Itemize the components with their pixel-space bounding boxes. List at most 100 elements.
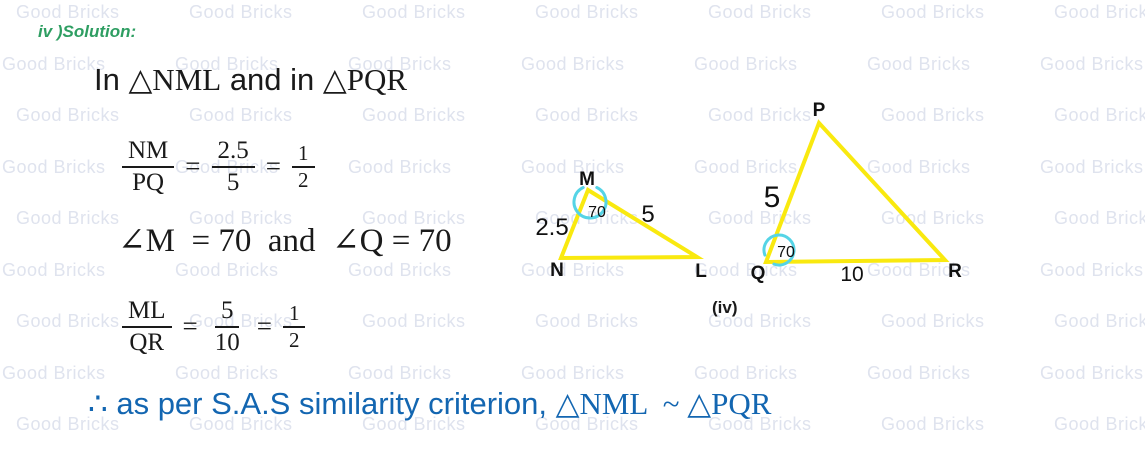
watermark-text: Good Bricks [867,259,971,280]
fraction-denominator: 2 [298,167,309,192]
angle-arc-m [572,186,608,220]
watermark-text: Good Bricks [16,208,120,228]
fraction-2-5-over-5: 2.5 5 [211,136,255,197]
fraction-denominator: 10 [214,328,240,356]
figure-caption: (iv) [712,298,738,317]
watermark-text: Good Bricks [362,105,466,125]
watermark-text: Good Bricks [175,259,279,280]
watermark-text: Good Bricks [694,259,798,280]
side-label-nm: 2.5 [535,214,568,241]
vertex-label-r: R [948,261,962,282]
fraction-ml-qr: ML QR [122,296,172,357]
vertex-label-m: M [579,169,595,190]
watermark-text: Good Bricks [16,414,120,434]
angle-equality-line: ∠M = 70 and ∠Q = 70 [118,223,452,259]
vertex-label-p: P [813,100,826,121]
watermark-text: Good Bricks [867,362,971,383]
angle-arc-q [762,233,796,267]
fraction-numerator: 1 [282,301,306,328]
conclusion-triangle-nml: △NML [555,386,648,421]
watermark-text: Good Bricks [189,2,293,22]
heading-triangle-pqr: △PQR [322,62,408,97]
watermark-text: Good Bricks [694,362,798,383]
watermark-text: Good Bricks [16,2,120,22]
watermark-text: Good Bricks [1040,362,1144,383]
watermark-text: Good Bricks [521,362,625,383]
watermark-text: Good Bricks [348,259,452,280]
watermark-text: Good Bricks [175,362,279,383]
fraction-numerator: 1 [292,141,315,168]
fraction-one-half: 1 2 [292,141,315,193]
fraction-5-over-10: 5 10 [209,296,246,357]
vertex-label-l: L [695,261,707,282]
watermark-text: Good Bricks [521,156,625,177]
watermark-text: Good Bricks [867,156,971,177]
watermark-text: Good Bricks [1040,53,1144,74]
watermark-text: Good Bricks [535,414,639,434]
watermark-text: Good Bricks [881,311,985,331]
watermark-text: Good Bricks [2,259,106,280]
angle-label-q: 70 [777,244,795,261]
side-label-ml: 5 [641,201,654,228]
watermark-text: Good Bricks [16,311,120,331]
conclusion-line: ∴ as per S.A.S similarity criterion, △NM… [88,386,771,422]
watermark-text: Good Bricks [1054,105,1145,125]
watermark-text: Good Bricks [867,53,971,74]
fraction-denominator: 5 [226,168,240,196]
watermark-text: Good Bricks [189,208,293,228]
heading-text-1: In [94,62,129,97]
conclusion-triangle-pqr: △PQR [687,386,772,421]
fraction-numerator: 2.5 [211,136,255,168]
watermark-text: Good Bricks [16,105,120,125]
conclusion-text: ∴ as per S.A.S similarity criterion, [88,386,556,421]
watermark-text: Good Bricks [535,2,639,22]
watermark-text: Good Bricks [881,105,985,125]
angle-label-m: 70 [588,204,606,221]
watermark-text: Good Bricks [2,156,106,177]
watermark-text: Good Bricks [362,414,466,434]
watermark-text: Good Bricks [2,362,106,383]
watermark-text: Good Bricks [189,311,293,331]
statement-heading: In △NML and in △PQR [94,62,407,98]
watermark-text: Good Bricks [1054,414,1145,434]
fraction-numerator: NM [122,136,175,168]
watermark-text: Good Bricks [881,208,985,228]
watermark-text: Good Bricks [362,2,466,22]
watermark-text: Good Bricks [2,53,106,74]
equals-sign: = [256,311,272,341]
fraction-denominator: PQ [132,168,165,196]
fraction-denominator: 2 [288,327,300,352]
watermark-text: Good Bricks [362,311,466,331]
watermark-text: Good Bricks [881,414,985,434]
watermark-text: Good Bricks [175,53,279,74]
watermark-text: Good Bricks [708,311,812,331]
equals-sign: = [185,151,201,181]
equals-sign: = [265,151,282,181]
watermark-text: Good Bricks [362,208,466,228]
watermark-text: Good Bricks [1040,156,1144,177]
watermark-text: Good Bricks [521,259,625,280]
watermark-text: Good Bricks [1054,208,1145,228]
watermark-text: Good Bricks [881,2,985,22]
watermark-text: Good Bricks [535,105,639,125]
watermark-text: Good Bricks [1040,259,1144,280]
watermark-text: Good Bricks [694,53,798,74]
fraction-one-half: 1 2 [282,301,306,353]
watermark-text: Good Bricks [348,362,452,383]
watermark-text: Good Bricks [521,53,625,74]
fraction-nm-pq: NM PQ [122,136,175,197]
triangle-nml-outline [558,187,704,261]
watermark-text: Good Bricks [1054,311,1145,331]
watermark-text: Good Bricks [348,53,452,74]
ratio-equation-nm-pq: NM PQ = 2.5 5 = 1 2 [122,136,315,197]
solution-label: iv )Solution: [38,22,137,41]
watermark-text: Good Bricks [189,105,293,125]
heading-triangle-nml: △NML [128,62,222,97]
fraction-denominator: QR [129,328,165,356]
triangles-figure: M N L 2.5 5 70 P Q R 5 10 70 [535,100,962,286]
watermark-text: Good Bricks [708,2,812,22]
watermark-text: Good Bricks [189,414,293,434]
equals-sign: = [182,311,198,341]
